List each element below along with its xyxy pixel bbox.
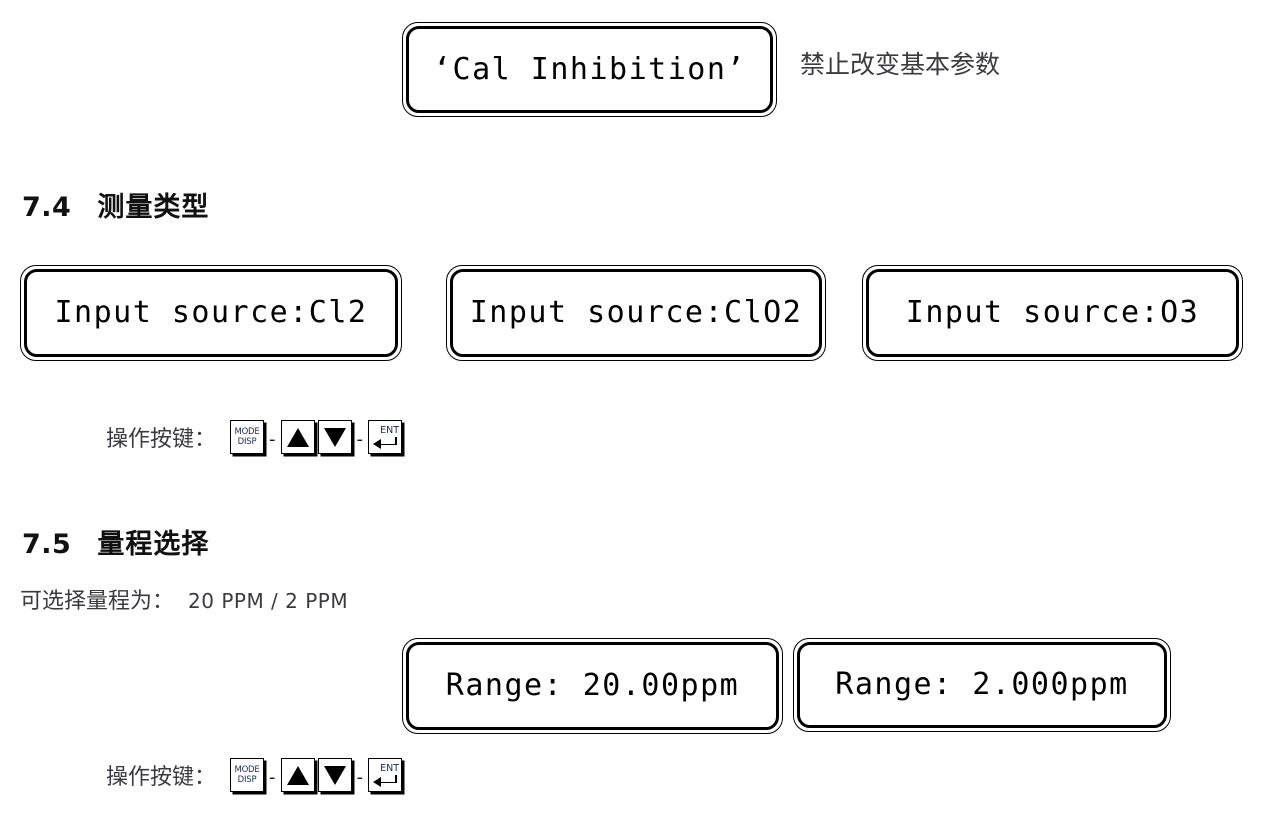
key-sequence-label: 操作按键： [106, 427, 217, 452]
section-title: 量程选择 [97, 529, 210, 560]
display-text: Input source:Cl2 [54, 295, 368, 330]
display-input-source-cl2: Input source:Cl2 [20, 265, 402, 361]
mode-disp-key[interactable]: MODE DISP [230, 758, 265, 792]
range-options-label: 可选择量程为： [20, 589, 175, 614]
triangle-up-icon [286, 765, 309, 785]
display-input-source-o3: Input source:O3 [862, 265, 1243, 361]
key-separator: - [356, 429, 364, 450]
display-bezel: Input source:Cl2 [24, 269, 398, 357]
cal-inhibition-annotation: 禁止改变基本参数 [800, 50, 1001, 79]
mode-disp-key-line1: MODE [234, 427, 260, 437]
display-bezel: Range: 2.000ppm [797, 642, 1167, 728]
mode-disp-key-line2: DISP [237, 437, 257, 447]
up-arrow-key[interactable] [280, 420, 315, 454]
display-range-2ppm: Range: 2.000ppm [793, 638, 1171, 732]
display-text: Range: 2.000ppm [835, 667, 1129, 702]
mode-disp-key-line2: DISP [237, 775, 257, 785]
section-heading-7-4: 7.4 测量类型 [22, 185, 209, 224]
section-heading-7-5: 7.5 量程选择 [22, 522, 209, 561]
display-text: ‘Cal Inhibition’ [433, 51, 746, 87]
key-separator: - [356, 767, 364, 788]
display-text: Input source:O3 [905, 295, 1200, 330]
display-bezel: Range: 20.00ppm [406, 642, 779, 730]
section-title: 测量类型 [97, 192, 210, 223]
triangle-down-icon [323, 765, 346, 785]
triangle-down-icon [323, 427, 346, 447]
down-arrow-key[interactable] [317, 758, 352, 792]
range-options-values: 20 PPM / 2 PPM [188, 589, 349, 613]
key-sequence-row-7-4: 操作按键： MODE DISP - - ENT [106, 420, 403, 454]
display-range-20ppm: Range: 20.00ppm [402, 638, 783, 734]
key-sequence-row-7-5: 操作按键： MODE DISP - - ENT [106, 758, 403, 792]
enter-key[interactable]: ENT [368, 420, 403, 454]
range-options-line: 可选择量程为： 20 PPM / 2 PPM [20, 583, 348, 615]
display-bezel: Input source:ClO2 [450, 269, 822, 357]
section-number: 7.4 [22, 192, 72, 223]
enter-key-label: ENT [380, 763, 400, 774]
display-cal-inhibition: ‘Cal Inhibition’ [402, 22, 777, 117]
section-number: 7.5 [22, 529, 72, 560]
enter-key-label: ENT [380, 425, 400, 436]
key-sequence-label: 操作按键： [106, 765, 217, 790]
return-arrow-icon [373, 437, 398, 449]
display-bezel: ‘Cal Inhibition’ [406, 26, 773, 113]
mode-disp-key[interactable]: MODE DISP [230, 420, 265, 454]
up-arrow-key[interactable] [280, 758, 315, 792]
display-input-source-clo2: Input source:ClO2 [446, 265, 826, 361]
triangle-up-icon [286, 427, 309, 447]
return-arrow-icon [373, 775, 398, 787]
key-separator: - [269, 429, 276, 450]
display-bezel: Input source:O3 [866, 269, 1239, 357]
mode-disp-key-line1: MODE [234, 765, 260, 775]
display-text: Range: 20.00ppm [445, 668, 740, 703]
key-separator: - [269, 767, 276, 788]
down-arrow-key[interactable] [317, 420, 352, 454]
enter-key[interactable]: ENT [368, 758, 403, 792]
display-text: Input source:ClO2 [469, 295, 803, 330]
